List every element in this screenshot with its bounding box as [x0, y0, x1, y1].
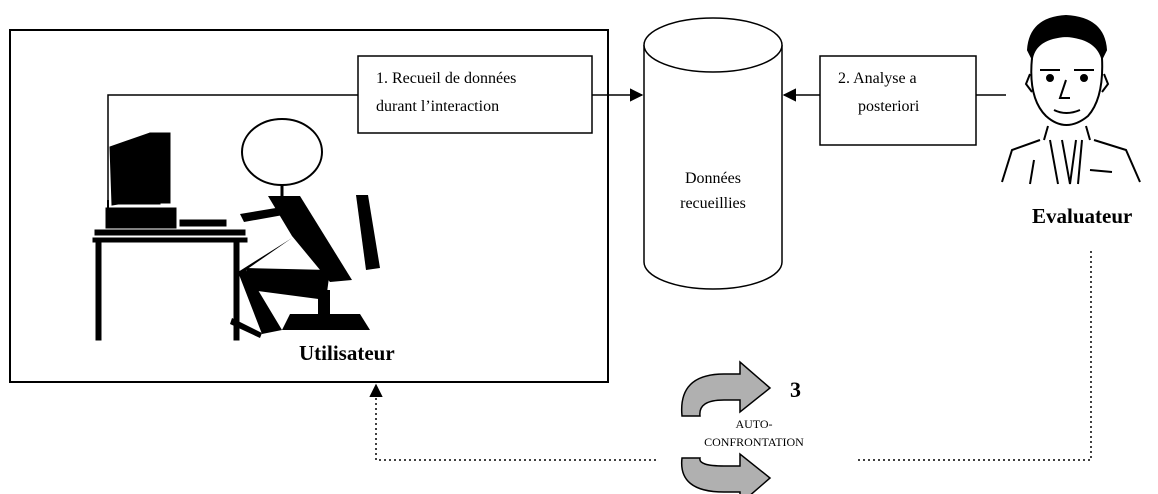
- capture-line: [107, 94, 358, 208]
- auto-confrontation-loop-right: [858, 248, 1092, 461]
- step3-label-line1: AUTO-: [735, 417, 772, 431]
- cycle-arrow-top: [680, 360, 772, 417]
- cycle-arrow-bottom: [680, 452, 772, 494]
- user-environment-frame: [9, 29, 609, 383]
- step3-number: 3: [790, 377, 801, 402]
- auto-confrontation-loop-left: [369, 383, 656, 461]
- database-cylinder: Données recueillies: [643, 17, 783, 290]
- step1-label-line2: durant l’interaction: [376, 98, 499, 115]
- database-label-line2: recueillies: [680, 195, 746, 212]
- step3-label-line2: CONFRONTATION: [704, 435, 804, 449]
- step1-label-line1: 1. Recueil de données: [376, 70, 516, 87]
- step2-label-line1: 2. Analyse a: [838, 70, 917, 87]
- seated-user-illustration: [230, 118, 380, 338]
- computer-desk-illustration: [92, 132, 248, 341]
- user-label: Utilisateur: [299, 341, 395, 365]
- step2-box: 2. Analyse a posteriori: [819, 55, 977, 146]
- step2-label-line2: posteriori: [858, 98, 920, 115]
- step1-box: 1. Recueil de données durant l’interacti…: [357, 55, 593, 134]
- evaluator-illustration: [1001, 14, 1141, 185]
- database-label-line1: Données: [685, 170, 741, 187]
- evaluator-label: Evaluateur: [1032, 204, 1132, 228]
